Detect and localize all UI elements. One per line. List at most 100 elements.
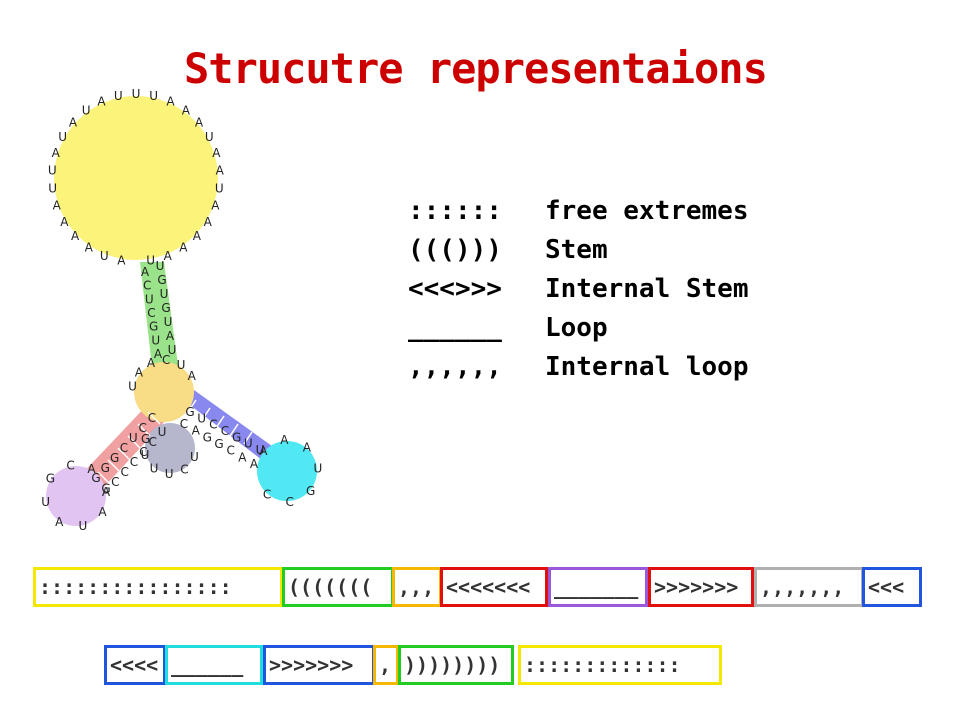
rna-base: A <box>154 347 163 361</box>
rna-base: U <box>256 443 265 457</box>
rna-base: A <box>135 365 144 379</box>
bracket-segment-internal-stem-open-blue: <<< <box>862 567 922 607</box>
rna-base: U <box>48 164 57 178</box>
bracket-segment-internal-stem-close-blue: >>>>>>> <box>263 645 375 685</box>
rna-base: G <box>46 472 55 486</box>
rna-base: C <box>143 279 151 293</box>
rna-base: U <box>177 358 186 372</box>
rna-base: G <box>232 430 241 444</box>
rna-base: A <box>204 215 213 229</box>
bracket-segment-internal-stem-close: >>>>>>> <box>648 567 754 607</box>
rna-base: U <box>149 89 158 103</box>
rna-base: U <box>128 379 137 393</box>
helix-blue-band <box>186 390 272 460</box>
rna-base: C <box>263 488 271 502</box>
legend-symbol: ______ <box>408 313 502 343</box>
rna-base: U <box>160 287 169 301</box>
rna-base: G <box>149 320 158 334</box>
rna-base: A <box>69 115 78 129</box>
hairpin-loop-purple <box>46 466 106 526</box>
rna-base: C <box>130 455 138 469</box>
blue-helix-pairs <box>187 399 253 445</box>
legend-symbol: ((())) <box>408 235 502 265</box>
rna-base: A <box>212 146 221 160</box>
rna-base: A <box>164 249 173 263</box>
rna-base: C <box>121 465 129 479</box>
rna-base: C <box>162 353 170 367</box>
rna-base: C <box>148 411 156 425</box>
legend-symbol: <<<>>> <box>408 274 502 304</box>
bracket-segment-free-extreme-3: ::::::::::::: <box>518 645 722 685</box>
rna-base: A <box>166 94 175 108</box>
rna-base: A <box>193 229 202 243</box>
rna-base: A <box>188 369 197 383</box>
rna-base: C <box>149 435 157 449</box>
rna-base: U <box>156 259 165 273</box>
rna-base: U <box>132 87 141 101</box>
rna-base: C <box>286 495 294 509</box>
bracket-segment-loop: _______ <box>548 567 648 607</box>
rna-base: A <box>166 329 175 343</box>
rna-base: U <box>58 130 67 144</box>
stem-green-band <box>140 262 178 367</box>
rna-base: A <box>117 254 126 268</box>
rna-base: A <box>71 229 80 243</box>
rna-base: U <box>48 181 57 195</box>
bracket-segment-internal-loop-small: , <box>373 645 399 685</box>
rna-base: G <box>101 461 110 475</box>
rna-base: U <box>100 249 109 263</box>
legend-row-internal-loop: ,,,,,,Internal loop <box>408 348 749 387</box>
bracket-segment-free-extreme-5: :::::::::::::::: <box>33 567 283 607</box>
rna-base: A <box>85 240 94 254</box>
bracket-segment-internal-stem-open-blue-2: <<<< <box>104 645 166 685</box>
rna-base: U <box>151 333 160 347</box>
rna-base: C <box>120 441 128 455</box>
legend-label: Internal loop <box>545 352 749 382</box>
rna-base: U <box>164 315 173 329</box>
rna-base: A <box>147 356 156 370</box>
rna-base: A <box>259 444 268 458</box>
legend-symbol: :::::: <box>408 196 502 226</box>
rna-base: A <box>238 450 247 464</box>
rna-base: U <box>190 450 199 464</box>
rna-base: G <box>306 484 315 498</box>
rna-base: A <box>52 146 61 160</box>
rna-base: A <box>182 103 191 117</box>
rna-base: U <box>150 462 159 476</box>
rna-base: G <box>91 471 100 485</box>
legend-row-internal-stem: <<<>>> Internal Stem <box>408 270 749 309</box>
legend-label: Internal Stem <box>545 274 749 304</box>
rna-base: U <box>197 411 206 425</box>
rna-base: U <box>114 89 123 103</box>
rna-base: U <box>79 519 88 533</box>
rna-base: A <box>60 215 69 229</box>
rna-base: A <box>195 115 204 129</box>
rna-base: U <box>158 425 167 439</box>
rna-base: G <box>101 481 110 495</box>
rna-base: A <box>141 265 150 279</box>
rna-base: C <box>180 463 188 477</box>
rna-base: A <box>303 440 312 454</box>
rna-base: A <box>211 199 220 213</box>
rna-base: A <box>102 485 111 499</box>
rna-base: C <box>147 306 155 320</box>
legend-label: Stem <box>545 235 608 265</box>
hairpin-loop-cyan <box>257 441 317 501</box>
rna-base: C <box>139 445 147 459</box>
rna-base: G <box>203 430 212 444</box>
legend-row-free-extremes: ::::::free extremes <box>408 192 749 231</box>
rna-base: G <box>110 451 119 465</box>
bracket-segment-internal-loop-gray: ,,,,,,, <box>754 567 864 607</box>
junction-loop-orange <box>134 362 194 422</box>
bracket-segment-internal-stem-open: <<<<<<< <box>440 567 548 607</box>
rna-base: A <box>216 164 225 178</box>
rna-base: U <box>215 181 224 195</box>
rna-base: A <box>53 199 62 213</box>
rna-base: A <box>179 240 188 254</box>
page-title: Strucutre representaions <box>184 44 768 93</box>
rna-base: U <box>205 130 214 144</box>
legend-row-stem: ((())) Stem <box>408 231 749 270</box>
rna-base: U <box>168 343 177 357</box>
rna-base: A <box>55 515 64 529</box>
